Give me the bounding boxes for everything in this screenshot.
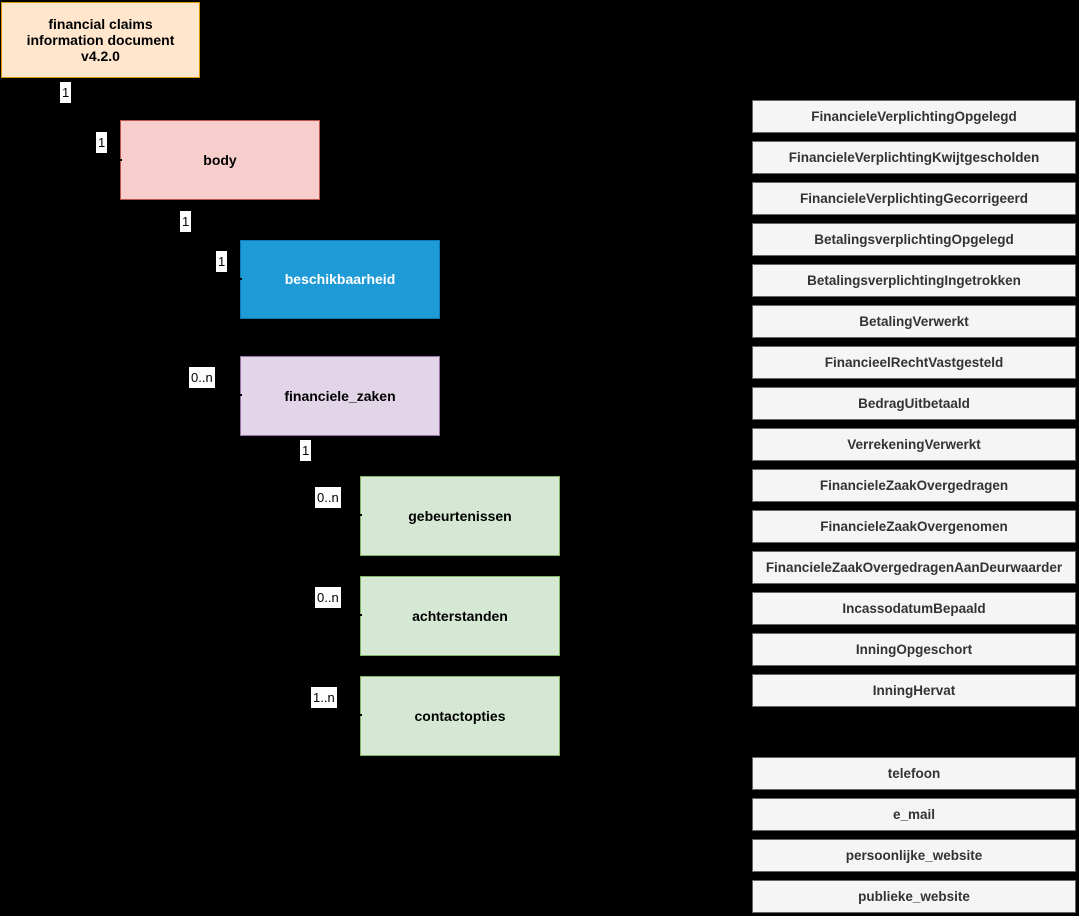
node-body[interactable]: body [120, 120, 320, 200]
node-contactopties[interactable]: contactopties [360, 676, 560, 756]
multiplicity-label: 0..n [315, 487, 341, 508]
root-title-line-3: v4.2.0 [81, 48, 120, 65]
event-type-item[interactable]: InningHervat [752, 674, 1076, 707]
multiplicity-label: 0..n [315, 587, 341, 608]
edge-body-to-financiele-zaken [186, 200, 188, 396]
edge-contactopties-to-contacts [560, 714, 562, 716]
multiplicity-label: 1..n [311, 687, 337, 708]
event-type-item[interactable]: VerrekeningVerwerkt [752, 428, 1076, 461]
node-achterstanden-label: achterstanden [412, 607, 508, 624]
event-type-item[interactable]: BedragUitbetaald [752, 387, 1076, 420]
event-type-item[interactable]: BetalingsverplichtingOpgelegd [752, 223, 1076, 256]
edge-fz-to-contactopties-h [306, 714, 362, 716]
node-beschikbaarheid[interactable]: beschikbaarheid [240, 240, 440, 319]
root-title-line-2: information document [26, 31, 175, 48]
node-financiele-zaken[interactable]: financiele_zaken [240, 356, 440, 436]
edge-body-to-beschikbaarheid-h [186, 278, 242, 280]
edge-root-to-body [66, 78, 68, 160]
edge-gebeurtenissen-to-events [560, 514, 562, 516]
contact-option-item[interactable]: e_mail [752, 798, 1076, 831]
event-type-item[interactable]: BetalingsverplichtingIngetrokken [752, 264, 1076, 297]
multiplicity-label: 1 [300, 440, 312, 461]
event-type-item[interactable]: FinancieelRechtVastgesteld [752, 346, 1076, 379]
event-type-item[interactable]: FinancieleZaakOvergenomen [752, 510, 1076, 543]
event-type-item[interactable]: FinancieleVerplichtingKwijtgescholden [752, 141, 1076, 174]
event-type-item[interactable]: FinancieleZaakOvergedragenAanDeurwaarder [752, 551, 1076, 584]
multiplicity-label: 0..n [189, 367, 215, 388]
node-body-label: body [203, 151, 237, 168]
event-type-item[interactable]: IncassodatumBepaald [752, 592, 1076, 625]
multiplicity-label: 1 [96, 132, 108, 153]
contact-option-item[interactable]: telefoon [752, 757, 1076, 790]
node-gebeurtenissen-label: gebeurtenissen [408, 507, 512, 524]
root-title-line-1: financial claims [48, 15, 153, 32]
node-contactopties-label: contactopties [414, 707, 506, 724]
event-type-item[interactable]: BetalingVerwerkt [752, 305, 1076, 338]
contact-option-item[interactable]: publieke_website [752, 880, 1076, 913]
edge-fz-to-gebeurtenissen-h [306, 514, 362, 516]
event-type-item[interactable]: InningOpgeschort [752, 633, 1076, 666]
multiplicity-label: 1 [180, 211, 192, 232]
multiplicity-label: 1 [216, 251, 228, 272]
event-type-item[interactable]: FinancieleZaakOvergedragen [752, 469, 1076, 502]
node-financiele-zaken-label: financiele_zaken [284, 387, 396, 404]
edge-fz-to-contactopties [306, 436, 308, 716]
node-beschikbaarheid-label: beschikbaarheid [284, 271, 396, 288]
event-type-item[interactable]: FinancieleVerplichtingOpgelegd [752, 100, 1076, 133]
edge-body-to-financiele-zaken-h [186, 394, 242, 396]
edge-fz-to-achterstanden-h [306, 614, 362, 616]
node-gebeurtenissen[interactable]: gebeurtenissen [360, 476, 560, 556]
multiplicity-label: 1 [60, 82, 72, 103]
contact-option-item[interactable]: persoonlijke_website [752, 839, 1076, 872]
node-root-document[interactable]: financial claims information document v4… [1, 2, 200, 78]
node-achterstanden[interactable]: achterstanden [360, 576, 560, 656]
event-type-item[interactable]: FinancieleVerplichtingGecorrigeerd [752, 182, 1076, 215]
edge-root-to-body-h [66, 159, 122, 161]
